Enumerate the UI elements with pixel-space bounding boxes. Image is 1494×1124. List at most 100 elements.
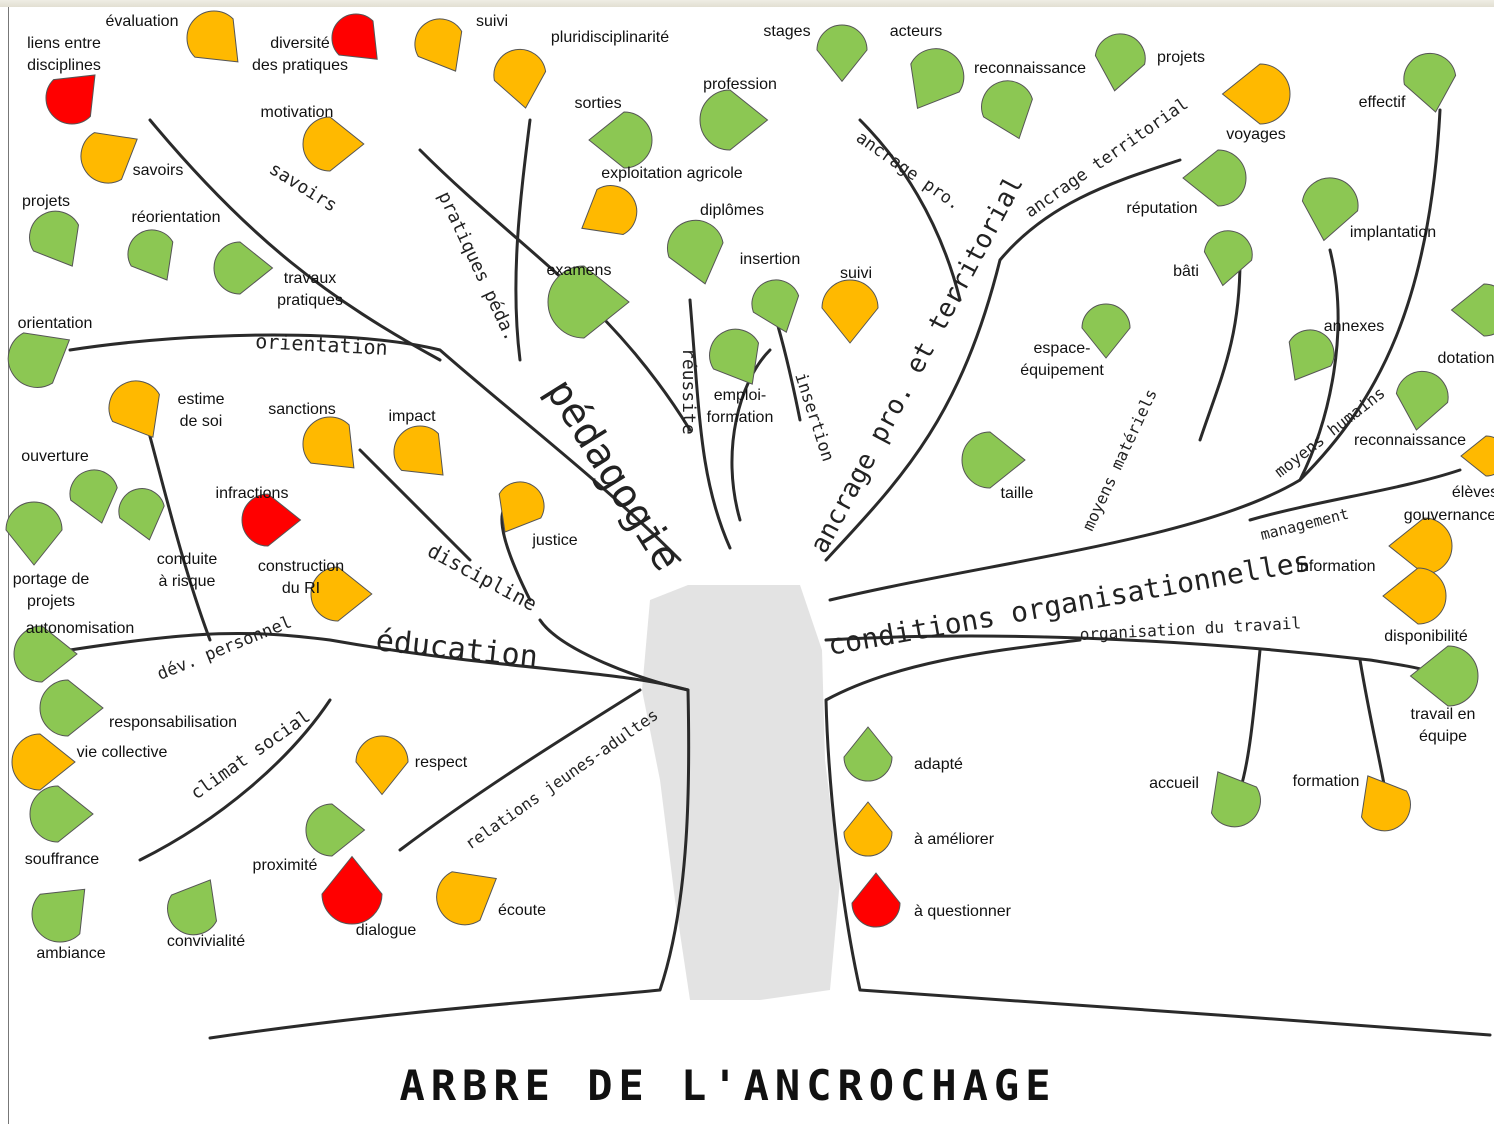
leaf-shape-ameliorer: [581, 185, 638, 236]
leaf-label: sanctions: [268, 401, 336, 418]
leaf-label: taille: [1001, 485, 1034, 502]
branch-label-conditions: conditions organisationnelles: [825, 545, 1312, 662]
leaf-11: travaux pratiques: [213, 241, 343, 309]
branch-line: [68, 631, 690, 692]
branch-line: [68, 333, 682, 562]
leaf-29: dotation: [1438, 283, 1494, 367]
leaf-shape-adapte: [1210, 771, 1261, 828]
branch-line: [1358, 658, 1387, 792]
leaf-label: gouvernance: [1404, 507, 1494, 524]
branch-label-education: éducation: [374, 623, 539, 675]
leaf-label: construction: [258, 558, 344, 575]
leaf-50: responsabilisation: [39, 679, 237, 737]
leaf-shape-adapte: [1081, 303, 1131, 359]
leaf-shape-questionner: [321, 855, 383, 925]
leaf-9: projets: [22, 193, 80, 267]
leaf-40: estime de soi: [108, 380, 225, 438]
leaf-shape-adapte: [118, 488, 165, 541]
branch-line: [824, 638, 1492, 1037]
branch-line: [1248, 468, 1462, 522]
leaf-label: stages: [763, 23, 810, 40]
leaf-18: profession: [699, 76, 777, 151]
leaf-shape-adapte: [547, 265, 630, 339]
leaf-48: construction du RI: [258, 558, 373, 622]
leaf-shape-ameliorer: [1221, 63, 1291, 125]
leaf-shape-adapte: [1301, 177, 1359, 242]
leaf-label: information: [1296, 558, 1375, 575]
leaf-shape-adapte: [699, 89, 769, 151]
leaf-38: accueil: [1149, 771, 1261, 828]
leaf-shape-adapte: [1288, 329, 1335, 381]
leaf-label: diplômes: [700, 202, 764, 219]
leaf-shape-ameliorer: [436, 871, 497, 926]
leaf-shape-adapte: [961, 431, 1026, 489]
leaf-label: estime: [177, 391, 224, 408]
branch-label-organisation: organisation du travail: [1079, 613, 1301, 644]
leaf-shape-questionner: [241, 493, 302, 547]
branch-line: [398, 688, 642, 852]
leaf-label: impact: [388, 408, 436, 425]
leaf-shape-ameliorer: [498, 481, 545, 533]
leaf-53: ambiance: [31, 888, 106, 962]
branch-line: [358, 448, 472, 562]
window-top-edge: [0, 0, 1494, 7]
leaf-label: effectif: [1359, 94, 1406, 111]
branch-label-reussite: réussite: [678, 348, 699, 435]
branch-label-orientation: orientation: [255, 329, 389, 360]
leaf-label: ambiance: [36, 945, 105, 962]
leaf-34: gouvernance: [1388, 507, 1494, 575]
leaf-label: profession: [703, 76, 777, 93]
leaf-51: vie collective: [11, 733, 167, 791]
leaf-4: pluridisciplinarité: [493, 29, 669, 109]
leaf-label: élèves: [1452, 484, 1494, 501]
leaf-shape-ameliorer: [302, 416, 355, 469]
leaf-label: formation: [1293, 773, 1360, 790]
leaf-32: reconnaissance: [1354, 370, 1466, 449]
leaf-label: souffrance: [25, 851, 100, 868]
leaf-10: réorientation: [127, 209, 220, 281]
leaf-label: annexes: [1324, 318, 1385, 335]
leaf-shape-adapte: [213, 241, 274, 295]
leaf-56: respect: [355, 735, 468, 796]
leaf-26: implantation: [1301, 177, 1436, 242]
leaf-label: liens entre: [27, 35, 101, 52]
leaf-6: motivation: [261, 104, 365, 172]
leaf-shape-ameliorer: [1360, 775, 1411, 832]
leaf-shape-adapte: [29, 785, 94, 843]
branch-label-ancrage: ancrage pro. et territorial: [805, 171, 1030, 558]
leaf-label: du RI: [282, 580, 320, 597]
leaf-label: dialogue: [356, 922, 417, 939]
leaf-55: proximité: [253, 803, 366, 874]
branch-label-dev-personnel: dév. personnel: [154, 612, 294, 684]
leaf-shape-ameliorer: [80, 132, 138, 184]
leaf-25: effectif: [1359, 52, 1457, 113]
leaf-label: implantation: [1350, 224, 1436, 241]
leaf-label: travaux: [284, 270, 336, 287]
leaf-24: réputation: [1126, 149, 1247, 217]
leaf-label: travail en: [1411, 706, 1476, 723]
branch-label-relations: relations jeunes-adultes: [461, 705, 661, 853]
trunk-shading: [642, 585, 840, 1000]
leaf-shape-adapte: [7, 332, 71, 388]
leaf-shape-adapte: [751, 279, 800, 333]
leaf-shape-ameliorer: [393, 425, 444, 476]
legend-swatch: [843, 726, 893, 782]
leaf-label: pratiques: [277, 292, 343, 309]
leaf-label: de soi: [180, 413, 223, 430]
leaf-shape-adapte: [588, 111, 653, 169]
leaf-7: sorties: [574, 95, 653, 169]
leaf-label: projets: [27, 593, 75, 610]
branch-line: [514, 118, 532, 362]
legend-swatch: [843, 801, 893, 857]
leaf-15: insertion: [740, 251, 800, 333]
leaf-shape-adapte: [69, 469, 118, 524]
leaf-label: proximité: [253, 857, 318, 874]
leaf-shape-ameliorer: [414, 18, 463, 72]
leaf-17: emploi-formation: [707, 328, 773, 426]
leaf-49: autonomisation: [13, 620, 134, 683]
